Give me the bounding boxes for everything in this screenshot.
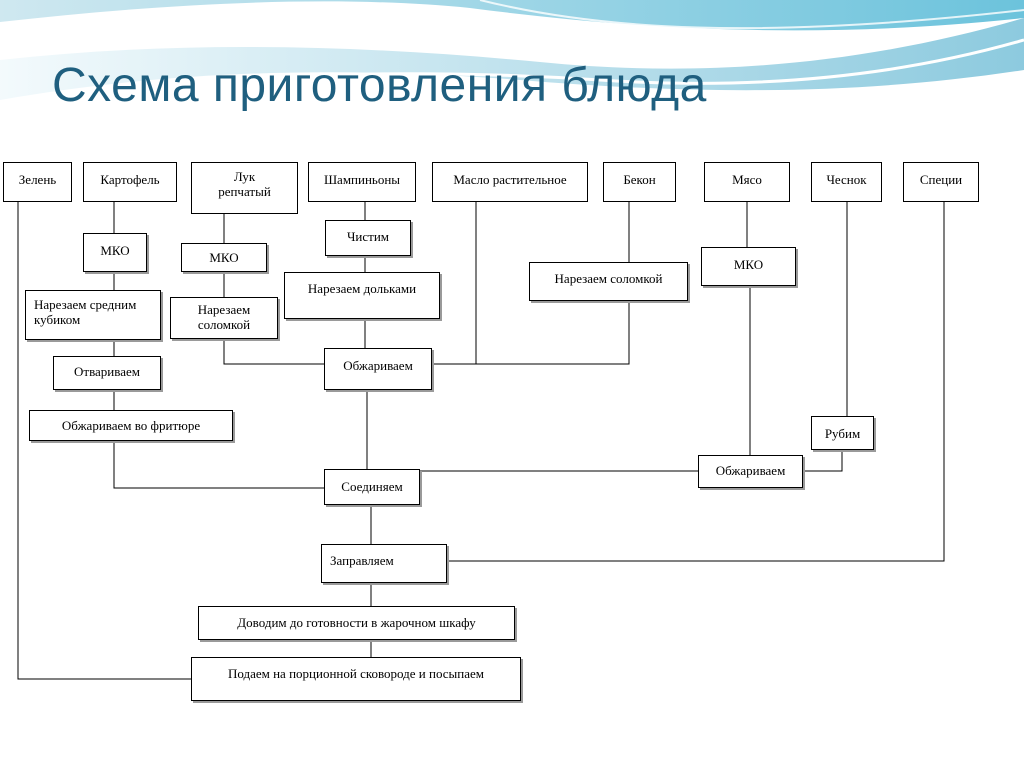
step-podaem: Подаем на порционной сковороде и посыпае… xyxy=(191,657,521,701)
slide-title: Схема приготовления блюда xyxy=(52,59,707,112)
connector-fritur-soedinyaem xyxy=(113,441,324,489)
step-otvarivaem: Отвариваем xyxy=(53,356,161,390)
connector-rubim-obzharivaem xyxy=(803,450,843,472)
ingredient-shampinyony: Шампиньоны xyxy=(308,162,416,202)
step-rubim: Рубим xyxy=(811,416,874,450)
connector-zelen-podaem xyxy=(17,201,191,680)
step-zapravlyaem-label: Заправляем xyxy=(330,553,394,568)
step-mko-luk: МКО xyxy=(181,243,267,272)
ingredient-maslo-label: Масло растительное xyxy=(453,172,567,187)
connector-bekon-obzharivaem xyxy=(476,301,630,365)
step-obzharivaem-label: Обжариваем xyxy=(343,358,413,373)
step-obzharivaem-myaso-label: Обжариваем xyxy=(715,463,786,478)
ingredient-bekon-label: Бекон xyxy=(623,172,656,187)
ingredient-myaso: Мясо xyxy=(704,162,790,202)
step-zapravlyaem: Заправляем xyxy=(321,544,447,583)
ingredient-zelen-label: Зелень xyxy=(18,172,57,187)
ingredient-shampinyony-label: Шампиньоны xyxy=(323,172,401,187)
step-obzharivaem-myaso: Обжариваем xyxy=(698,455,803,488)
step-chistim-label: Чистим xyxy=(346,229,390,244)
step-narezaem-kubikom-label: Нарезаем средним кубиком xyxy=(34,297,137,327)
step-obzharivaem: Обжариваем xyxy=(324,348,432,390)
step-dovodim-label: Доводим до готовности в жарочном шкафу xyxy=(237,615,476,630)
ingredient-bekon: Бекон xyxy=(603,162,676,202)
step-narezaem-dolkami: Нарезаем дольками xyxy=(284,272,440,319)
ingredient-kartofel: Картофель xyxy=(83,162,177,202)
ingredient-luk: Лук репчатый xyxy=(191,162,298,214)
ingredient-specii: Специи xyxy=(903,162,979,202)
step-mko-kartofel: МКО xyxy=(83,233,147,272)
step-mko-luk-label: МКО xyxy=(209,250,239,265)
step-rubim-label: Рубим xyxy=(824,426,861,441)
step-obzharivaem-fritur: Обжариваем во фритюре xyxy=(29,410,233,441)
step-mko-myaso-label: МКО xyxy=(733,257,764,272)
step-otvarivaem-label: Отвариваем xyxy=(74,364,140,379)
step-narezaem-solomkoy-bekon: Нарезаем соломкой xyxy=(529,262,688,301)
ingredient-specii-label: Специи xyxy=(919,172,963,187)
step-chistim: Чистим xyxy=(325,220,411,256)
ingredient-maslo: Масло растительное xyxy=(432,162,588,202)
connector-specii-zapravlyaem xyxy=(447,201,945,562)
decorative-wave-banner xyxy=(0,0,1024,140)
ingredient-zelen: Зелень xyxy=(3,162,72,202)
ingredient-chesnok: Чеснок xyxy=(811,162,882,202)
ingredient-myaso-label: Мясо xyxy=(732,172,762,187)
step-obzharivaem-fritur-label: Обжариваем во фритюре xyxy=(61,418,201,433)
step-mko-myaso: МКО xyxy=(701,247,796,286)
connector-solomka-obzharivaem xyxy=(223,339,324,365)
ingredient-kartofel-label: Картофель xyxy=(100,172,160,187)
step-narezaem-solomkoy-luk-label: Нарезаем соломкой xyxy=(197,302,251,332)
step-narezaem-dolkami-label: Нарезаем дольками xyxy=(307,281,417,296)
step-narezaem-solomkoy-luk: Нарезаем соломкой xyxy=(170,297,278,339)
ingredient-luk-label: Лук репчатый xyxy=(218,169,271,199)
ingredient-chesnok-label: Чеснок xyxy=(826,172,867,187)
step-narezaem-kubikom: Нарезаем средним кубиком xyxy=(25,290,161,340)
step-podaem-label: Подаем на порционной сковороде и посыпае… xyxy=(227,666,485,681)
step-mko-kartofel-label: МКО xyxy=(100,243,130,258)
step-soedinyaem-label: Соединяем xyxy=(341,479,403,494)
step-narezaem-solomkoy-bekon-label: Нарезаем соломкой xyxy=(554,271,663,286)
step-soedinyaem: Соединяем xyxy=(324,469,420,505)
step-dovodim: Доводим до готовности в жарочном шкафу xyxy=(198,606,515,640)
